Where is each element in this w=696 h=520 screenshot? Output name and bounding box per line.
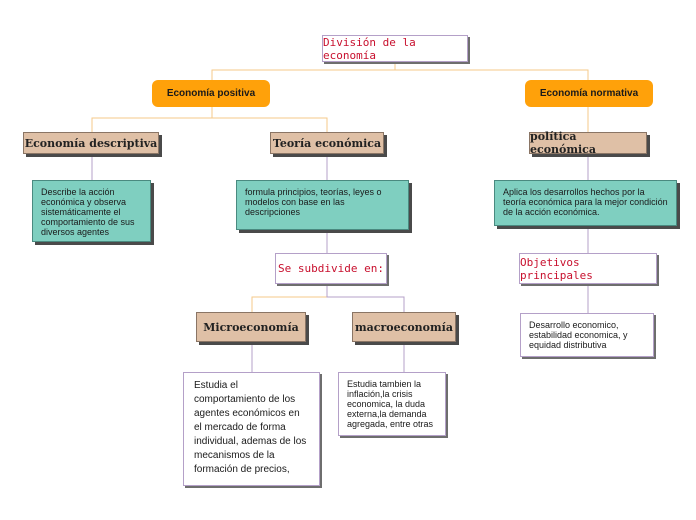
micro-description-node[interactable]: Estudia el comportamiento de los agentes… — [183, 372, 320, 486]
link-root-normativa — [394, 62, 589, 80]
economia-positiva-label: Economía positiva — [166, 88, 256, 99]
economia-descriptiva-label: Economía descriptiva — [24, 136, 158, 150]
descriptiva-description-text: Describe la acción económica y observa s… — [41, 187, 135, 237]
microeconomia-node[interactable]: Microeconomía — [196, 312, 306, 342]
politica-economica-label: política económica — [530, 130, 597, 156]
se-subdivide-label: Se subdivide en: — [278, 262, 384, 275]
descriptiva-description-node[interactable]: Describe la acción económica y observa s… — [32, 180, 151, 242]
politica-economica-node[interactable]: política económica — [529, 130, 647, 156]
teoria-description-text: formula principios, teorías, leyes o mod… — [245, 187, 382, 217]
link-root-positiva — [211, 62, 396, 80]
economia-normativa-label: Economía normativa — [539, 88, 639, 99]
se-subdivide-node[interactable]: Se subdivide en: — [275, 253, 387, 284]
objetivos-principales-node[interactable]: Objetivos principales — [519, 253, 657, 284]
economia-descriptiva-node[interactable]: Economía descriptiva — [23, 132, 159, 154]
politica-description-text: Aplica los desarrollos hechos por la teo… — [503, 187, 668, 217]
macro-description-text: Estudia tambien la inflación,la crisis e… — [347, 379, 434, 429]
objetivos-description-node[interactable]: Desarrollo economico, estabilidad econom… — [520, 313, 654, 357]
link-positiva-teoria — [211, 107, 328, 132]
root-node[interactable]: División de la economía — [322, 35, 468, 62]
macroeconomia-node[interactable]: macroeconomía — [352, 312, 456, 342]
link-positiva-descriptiva — [91, 107, 213, 132]
link-subdivide-micro — [251, 284, 328, 312]
macro-description-node[interactable]: Estudia tambien la inflación,la crisis e… — [338, 372, 446, 436]
link-subdivide-macro — [326, 284, 405, 312]
economia-normativa-node[interactable]: Economía normativa — [525, 80, 653, 107]
teoria-description-node[interactable]: formula principios, teorías, leyes o mod… — [236, 180, 409, 230]
economia-positiva-node[interactable]: Economía positiva — [152, 80, 270, 107]
teoria-economica-label: Teoría económica — [272, 136, 382, 150]
objetivos-principales-label: Objetivos principales — [520, 255, 593, 282]
teoria-economica-node[interactable]: Teoría económica — [270, 132, 384, 154]
politica-description-node[interactable]: Aplica los desarrollos hechos por la teo… — [494, 180, 677, 226]
microeconomia-label: Microeconomía — [203, 320, 299, 334]
macroeconomia-label: macroeconomía — [355, 320, 453, 334]
micro-description-text: Estudia el comportamiento de los agentes… — [194, 380, 307, 475]
objetivos-description-text: Desarrollo economico, estabilidad econom… — [529, 320, 628, 350]
root-label: División de la economía — [323, 35, 416, 62]
